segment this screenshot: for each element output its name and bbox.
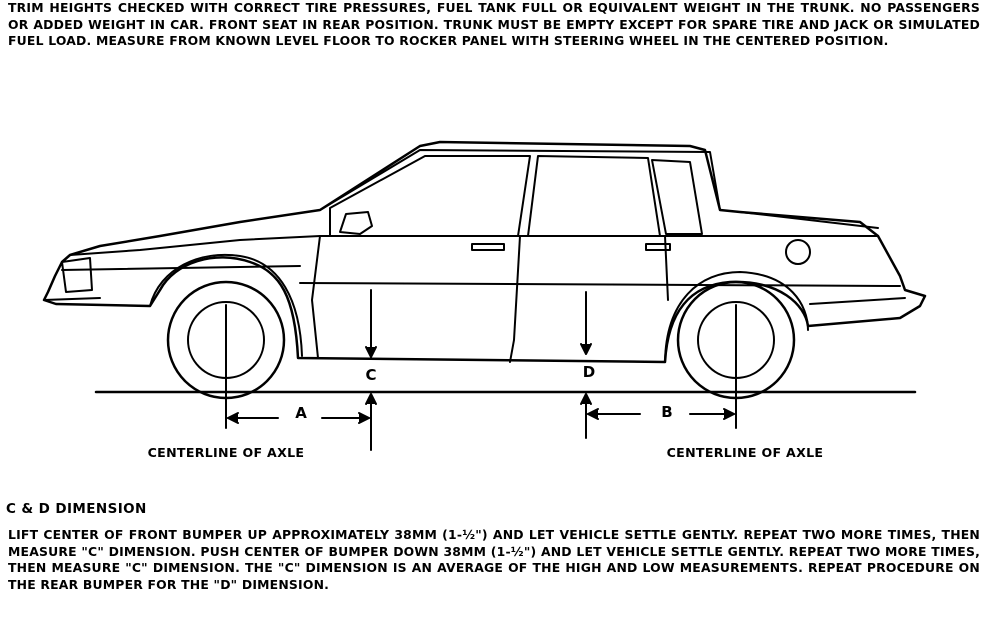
section-heading: C & D DIMENSION	[6, 501, 147, 517]
car-body	[42, 140, 927, 364]
label-b: B	[661, 403, 672, 421]
front-axle-label: CENTERLINE OF AXLE	[148, 445, 305, 460]
dimension-d	[580, 291, 592, 439]
dimension-c	[365, 289, 377, 451]
vehicle-trim-height-diagram: C D A B CENTERLINE OF AXLE CENTERLINE OF…	[42, 140, 927, 460]
dimension-b	[587, 408, 735, 420]
label-a: A	[295, 404, 307, 422]
section-paragraph: LIFT CENTER OF FRONT BUMPER UP APPROXIMA…	[8, 527, 980, 592]
dimension-a	[227, 412, 370, 424]
intro-paragraph: TRIM HEIGHTS CHECKED WITH CORRECT TIRE P…	[8, 0, 980, 48]
rear-axle-label: CENTERLINE OF AXLE	[667, 445, 824, 460]
label-c: C	[365, 366, 376, 384]
label-d: D	[583, 363, 595, 381]
